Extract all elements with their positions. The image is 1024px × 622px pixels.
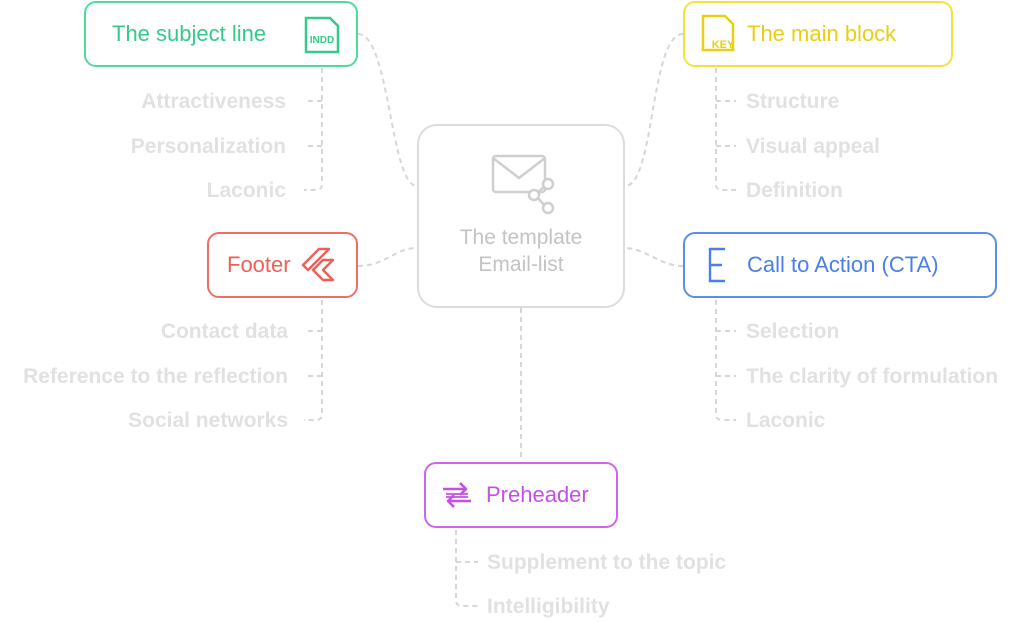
cta-item-laconic: Laconic [746,409,826,432]
cta-node: Call to Action (CTA) [683,232,997,298]
center-title-line1: The template [459,226,583,249]
swap-arrows-icon [440,480,474,510]
main-item-structure: Structure [746,90,840,113]
preheader-label: Preheader [486,482,589,507]
main-item-visual-appeal: Visual appeal [746,135,880,158]
footer-item-social-networks: Social networks [128,409,288,432]
indd-file-icon: INDD [302,16,342,54]
key-icon-text: KEY [712,39,735,51]
e-letter-icon [705,245,731,285]
key-file-icon: KEY [699,14,741,54]
center-title-line2: Email-list [478,253,564,276]
footer-item-contact-data: Contact data [160,320,288,343]
subject-line-node: The subject line INDD [84,1,358,67]
footer-node: Footer [207,232,358,298]
center-node: The template Email-list [417,124,625,308]
subject-item-attractiveness: Attractiveness [141,90,286,113]
main-item-definition: Definition [746,179,843,202]
footer-item-reference: Reference to the reflection [23,365,288,388]
preheader-item-supplement: Supplement to the topic [487,551,727,574]
subject-item-laconic: Laconic [206,179,286,202]
main-block-node: KEY The main block [683,1,953,67]
flutter-icon [299,246,337,284]
center-title: The template Email-list [419,224,623,278]
email-share-icon [491,154,555,215]
cta-item-clarity: The clarity of formulation [746,365,999,388]
preheader-item-intelligibility: Intelligibility [487,595,610,618]
subject-item-personalization: Personalization [130,135,286,158]
preheader-node: Preheader [424,462,618,528]
indd-icon-text: INDD [310,35,334,46]
cta-item-selection: Selection [746,320,840,343]
main-block-label: The main block [747,21,897,46]
cta-label: Call to Action (CTA) [747,252,939,277]
subject-line-label: The subject line [112,21,267,46]
footer-label: Footer [227,252,291,277]
